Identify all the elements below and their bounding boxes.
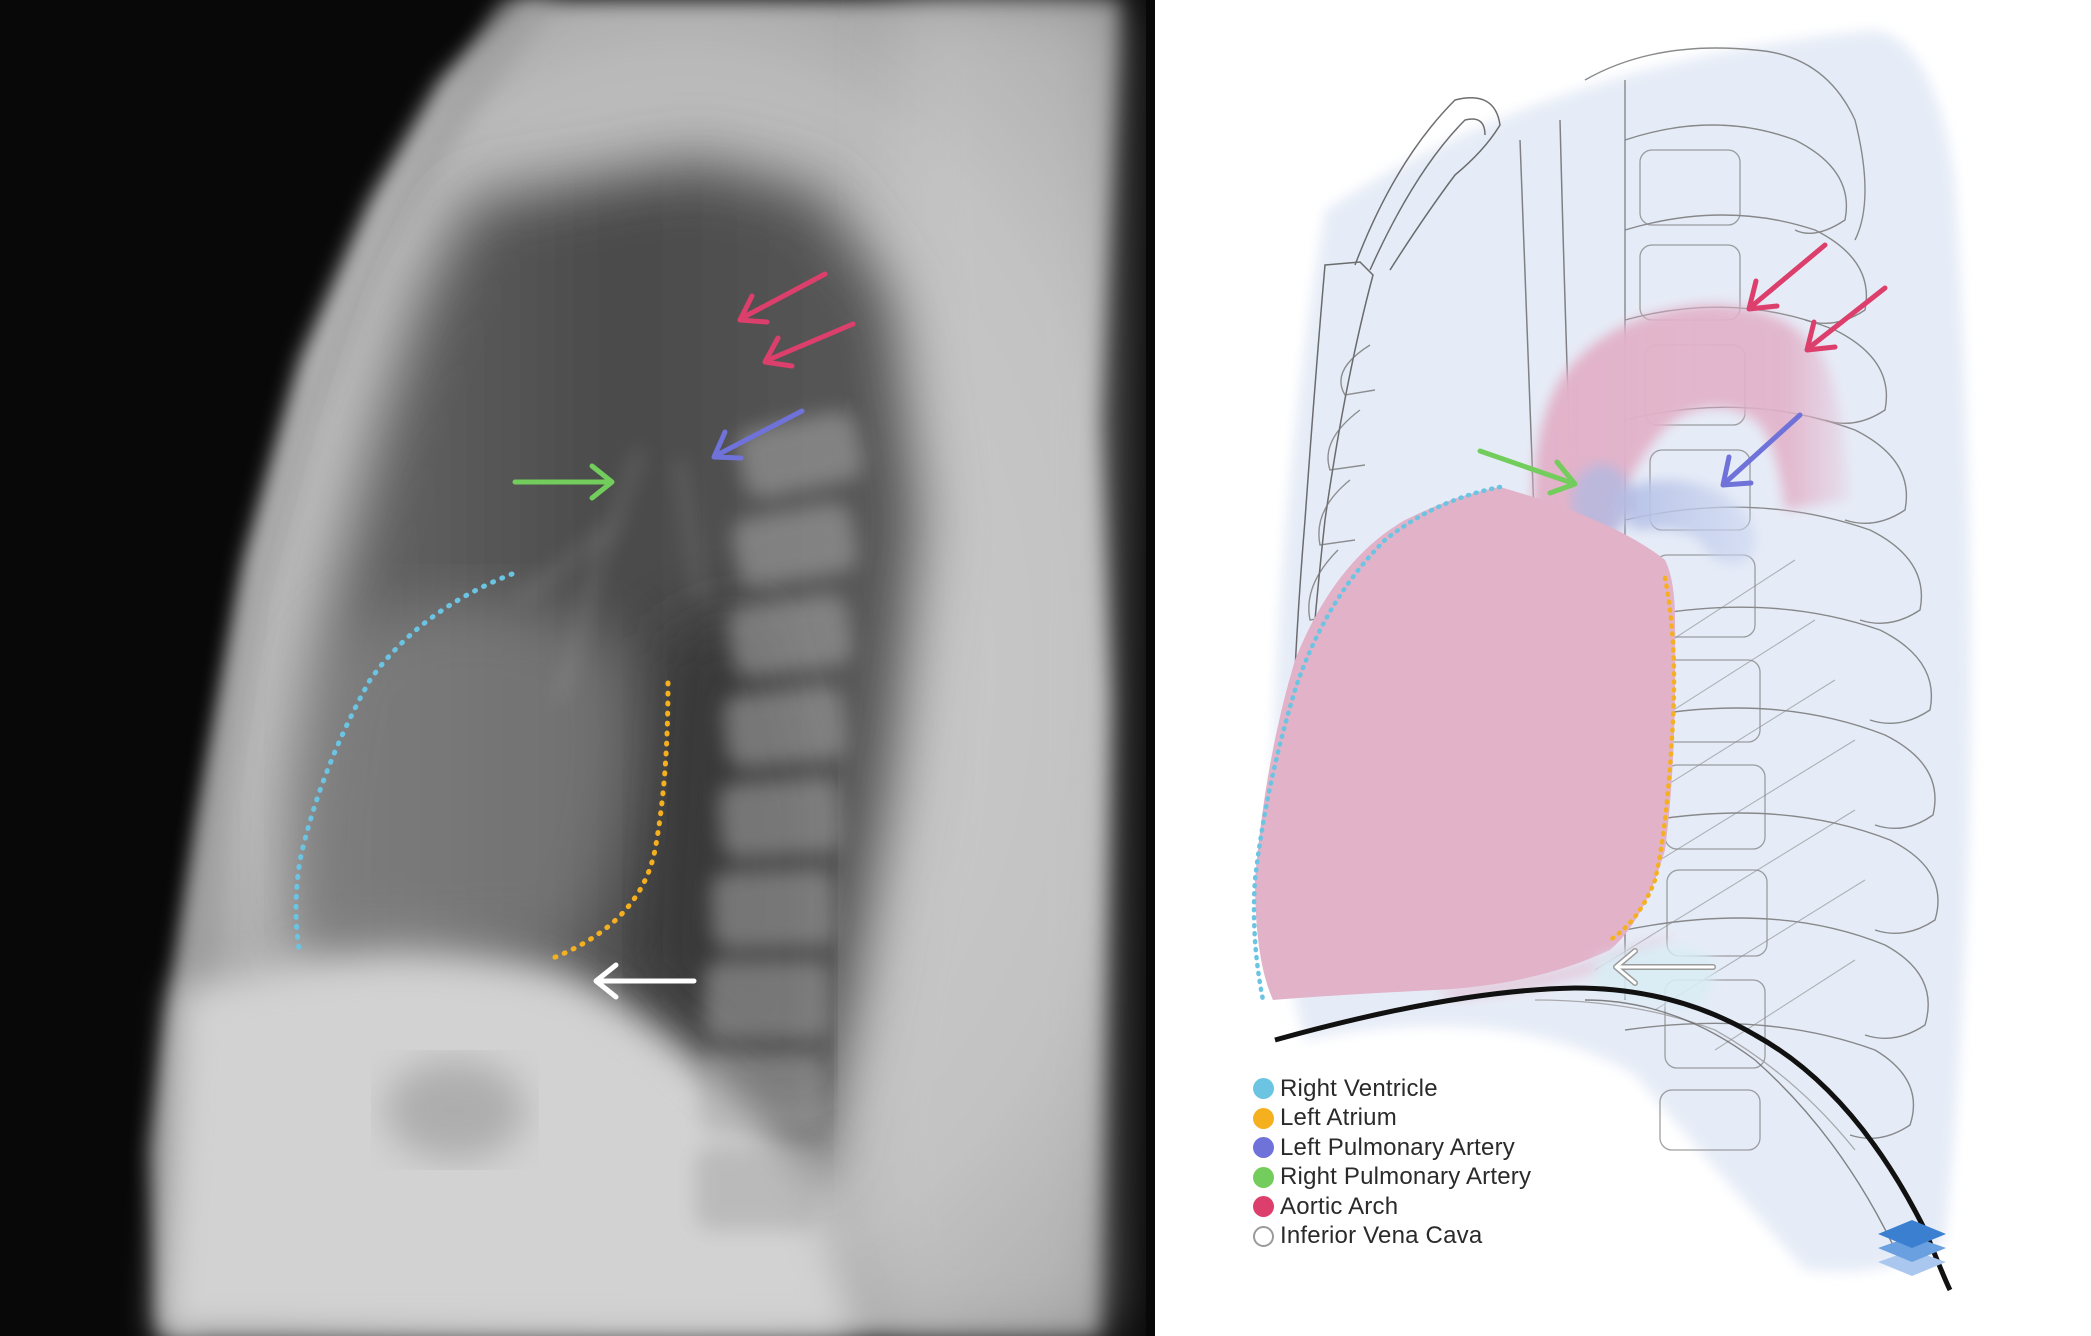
- legend-item-left-atrium: Left Atrium: [1253, 1104, 1531, 1134]
- legend-item-inferior-vena-cava: Inferior Vena Cava: [1253, 1222, 1531, 1252]
- legend-label: Right Pulmonary Artery: [1280, 1163, 1532, 1191]
- right-pulmonary-artery-arrow: [1477, 448, 1578, 496]
- left-atrium-outline: [1607, 575, 1677, 943]
- legend-swatch: [1253, 1078, 1274, 1100]
- left-pulmonary-artery-arrow: [711, 408, 805, 461]
- legend-swatch: [1253, 1225, 1274, 1247]
- inferior-vena-cava-arrow: [593, 962, 697, 1000]
- legend-label: Inferior Vena Cava: [1280, 1222, 1483, 1250]
- legend-swatch: [1253, 1166, 1274, 1188]
- legend-label: Right Ventricle: [1280, 1074, 1438, 1102]
- heart-shape: [1255, 487, 1676, 1000]
- legend-item-right-ventricle: Right Ventricle: [1253, 1074, 1531, 1104]
- legend-item-right-pulmonary-artery: Right Pulmonary Artery: [1253, 1163, 1531, 1193]
- layers-icon: [1876, 1210, 1948, 1278]
- aortic-arch-arrows: [1746, 242, 1888, 353]
- diagram-illustration: [1251, 30, 1971, 1292]
- xray-image: [150, 0, 1120, 1336]
- legend-swatch: [1253, 1196, 1274, 1218]
- right-ventricle-outline: [1251, 484, 1503, 1003]
- legend-item-left-pulmonary-artery: Left Pulmonary Artery: [1253, 1133, 1531, 1163]
- right-pulmonary-artery-arrow: [512, 463, 615, 501]
- aortic-arch-arrows: [737, 271, 856, 369]
- left-pulmonary-artery-shape: [1615, 480, 1756, 565]
- legend-swatch: [1253, 1137, 1274, 1159]
- chest-xray-lateral: [0, 0, 1155, 1336]
- left-atrium-outline: [545, 680, 671, 963]
- legend-swatch: [1253, 1107, 1274, 1129]
- anatomy-diagram: [1155, 0, 2091, 1336]
- inferior-vena-cava-arrow: [1613, 948, 1716, 986]
- right-ventricle-outline: [293, 571, 515, 958]
- legend-item-aortic-arch: Aortic Arch: [1253, 1192, 1531, 1222]
- legend-label: Left Atrium: [1280, 1104, 1397, 1132]
- legend-label: Left Pulmonary Artery: [1280, 1133, 1515, 1161]
- legend: Right Ventricle Left Atrium Left Pulmona…: [1253, 1074, 1531, 1251]
- legend-label: Aortic Arch: [1280, 1192, 1399, 1220]
- left-pulmonary-artery-arrow: [1720, 412, 1803, 488]
